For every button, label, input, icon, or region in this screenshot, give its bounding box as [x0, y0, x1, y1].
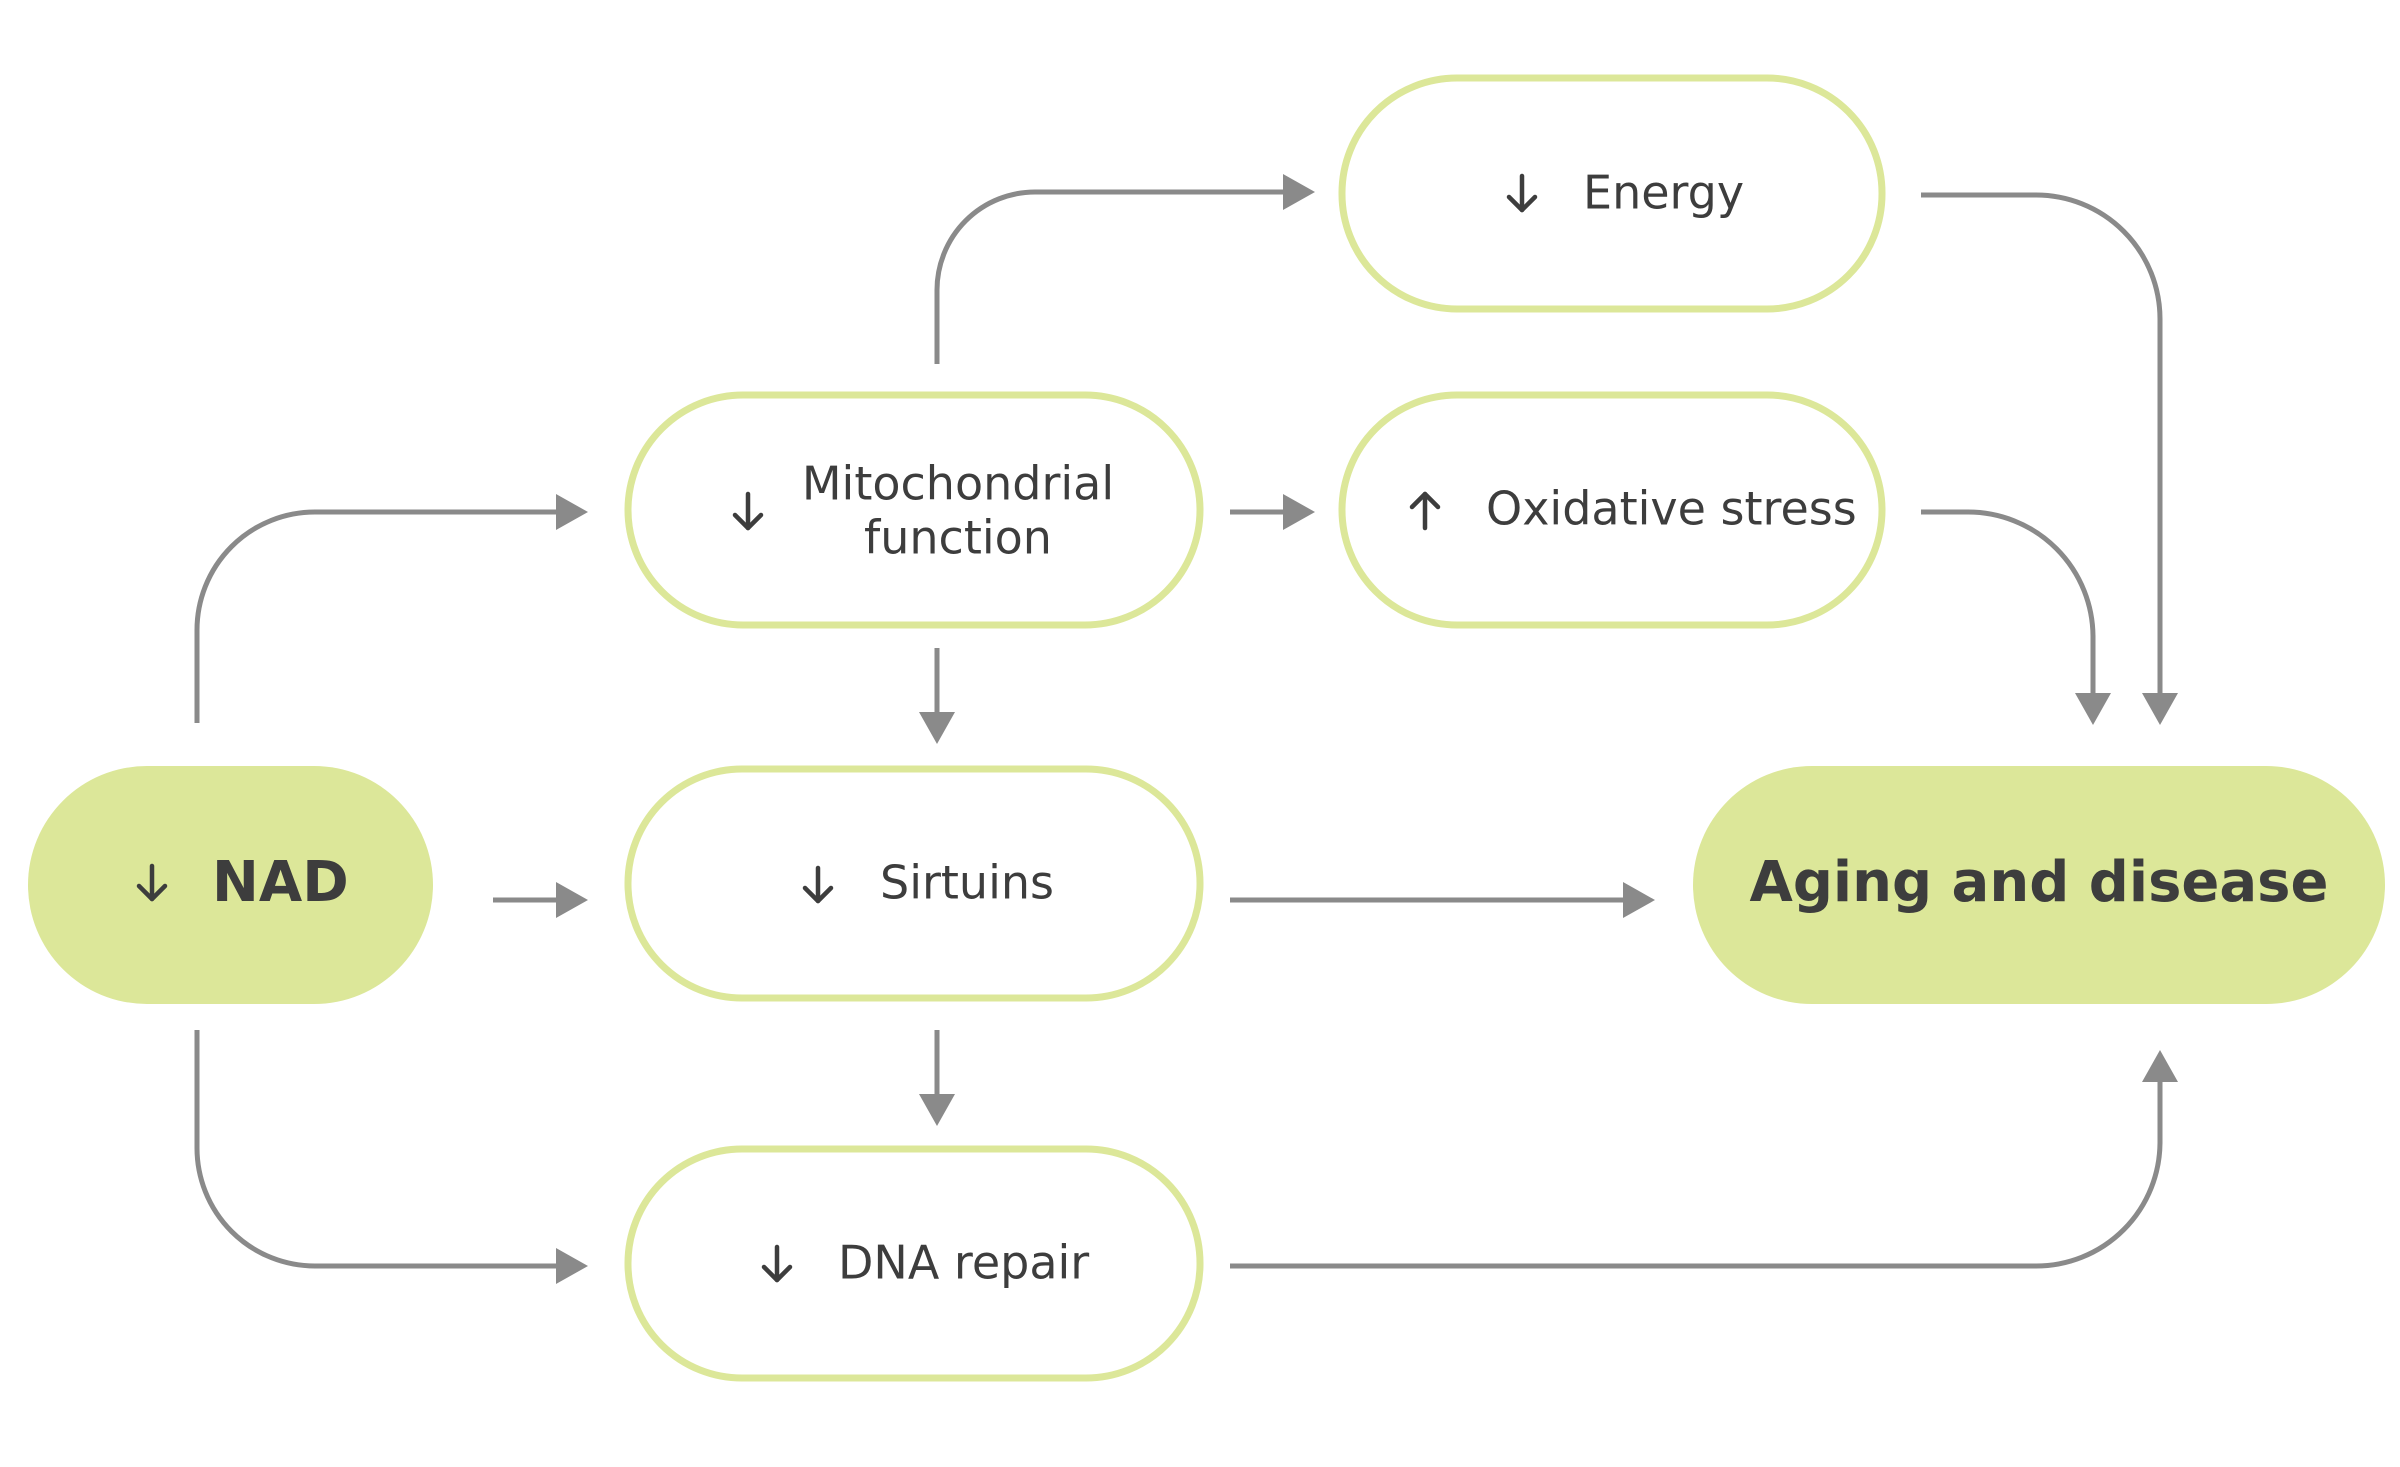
- node-energy-label: Energy: [1583, 166, 1744, 220]
- node-energy-shape: [1338, 74, 1886, 313]
- node-aging-shape: [1693, 766, 2385, 1004]
- edge-dna-repair-to-aging: [1230, 1080, 2163, 1269]
- node-mitochondrial-shape: [624, 391, 1204, 629]
- edge-energy-to-aging: [1921, 192, 2163, 695]
- arrow-down-icon: [802, 865, 834, 904]
- arrowhead-icon: [1283, 174, 1315, 210]
- node-sirtuins-shape: [624, 765, 1204, 1002]
- arrowhead-icon: [919, 1094, 955, 1126]
- node-nad: NAD: [28, 766, 433, 1004]
- edge-nad-to-dna-repair: [194, 1030, 558, 1269]
- node-dna-repair: DNA repair: [624, 1145, 1204, 1382]
- node-mitochondrial-function: Mitochondrial function: [624, 391, 1204, 629]
- node-oxidative-stress: Oxidative stress: [1338, 391, 1886, 629]
- node-mitochondrial-label-line2: function: [864, 511, 1052, 565]
- arrowhead-icon: [2142, 693, 2178, 725]
- connectors: [194, 174, 2178, 1284]
- node-aging-and-disease: Aging and disease: [1693, 766, 2385, 1004]
- node-aging-label: Aging and disease: [1749, 850, 2328, 915]
- arrow-up-icon: [1409, 491, 1441, 531]
- arrow-down-icon: [136, 863, 168, 902]
- edge-nad-to-mitochondrial: [194, 509, 558, 723]
- node-dna-repair-label: DNA repair: [838, 1236, 1089, 1290]
- arrowhead-icon: [1623, 882, 1655, 918]
- edge-mitochondrial-to-energy: [934, 189, 1285, 364]
- node-dna-repair-shape: [624, 1145, 1204, 1382]
- arrow-down-icon: [761, 1244, 793, 1283]
- arrowhead-icon: [556, 1248, 588, 1284]
- node-mitochondrial-label-line1: Mitochondrial: [802, 457, 1114, 511]
- node-sirtuins-label: Sirtuins: [880, 856, 1054, 910]
- node-nad-shape: [28, 766, 433, 1004]
- arrow-down-icon: [1506, 173, 1538, 213]
- edge-oxidative-to-aging: [1921, 509, 2096, 695]
- arrowhead-icon: [2142, 1050, 2178, 1082]
- node-oxidative-label: Oxidative stress: [1486, 482, 1857, 536]
- arrow-down-icon: [732, 491, 764, 531]
- arrowhead-icon: [556, 882, 588, 918]
- node-sirtuins: Sirtuins: [624, 765, 1204, 1002]
- node-oxidative-shape: [1338, 391, 1886, 629]
- arrowhead-icon: [2075, 693, 2111, 725]
- arrowhead-icon: [919, 712, 955, 744]
- arrowhead-icon: [1283, 494, 1315, 530]
- node-energy: Energy: [1338, 74, 1886, 313]
- node-nad-label: NAD: [212, 850, 349, 915]
- arrowhead-icon: [556, 494, 588, 530]
